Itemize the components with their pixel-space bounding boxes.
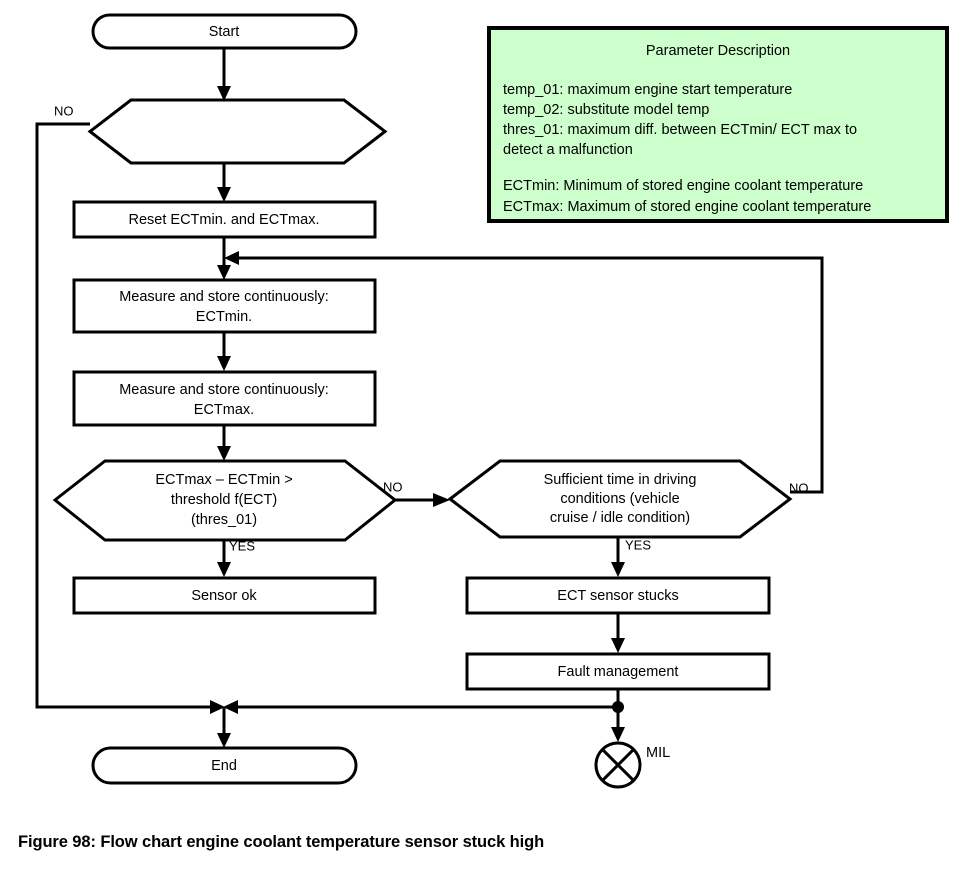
node-measure-ectmin[interactable]: Measure and store continuously: ECTmin. (72, 278, 377, 334)
node-entry-condition[interactable] (87, 98, 388, 165)
branch-label-entry-no: NO (54, 103, 74, 118)
threshold-decision-label-line-3: (thres_01) (191, 512, 257, 528)
threshold-decision-shape (52, 459, 398, 542)
threshold-decision-label-line-1: ECTmax – ECTmin > (155, 472, 292, 488)
figure-caption: Figure 98: Flow chart engine coolant tem… (18, 833, 545, 851)
node-start[interactable]: Start (91, 13, 358, 50)
sensor-stucks-shape (465, 576, 771, 615)
node-mil-lamp[interactable]: MIL (594, 741, 670, 789)
sensor-ok-shape (72, 576, 377, 615)
parameter-description-line-1: temp_01: maximum engine start temperatur… (503, 82, 792, 98)
branch-label-threshold-no: NO (383, 479, 403, 494)
parameter-description-line-4: detect a malfunction (503, 142, 633, 158)
threshold-decision-label-line-2: threshold f(ECT) (171, 492, 277, 508)
measure-ectmax-shape (72, 370, 377, 427)
measure-ectmax-label-line-2: ECTmax. (194, 402, 254, 418)
flowchart-canvas: Parameter Description temp_01: maximum e… (35, 13, 949, 789)
node-reset[interactable]: Reset ECTmin. and ECTmax. (72, 200, 377, 239)
parameter-description-panel: Parameter Description temp_01: maximum e… (487, 26, 949, 223)
arrowhead-stucks-to-fault (611, 638, 625, 653)
start-terminator-shape (91, 13, 358, 50)
measure-ectmin-shape (72, 278, 377, 334)
branch-label-driving-yes: YES (625, 537, 651, 552)
arrowhead-reset-to-measure-min (217, 265, 231, 280)
entry-condition-shape (87, 98, 388, 165)
driving-decision-label-line-1: Sufficient time in driving (544, 472, 697, 488)
arrowhead-rail-to-mil (611, 727, 625, 742)
connector-layer (35, 48, 824, 748)
driving-decision-label-line-3: cruise / idle condition) (550, 510, 690, 526)
node-end[interactable]: End (91, 746, 358, 785)
edge-entry-no-to-end-rail (35, 122, 217, 709)
edge-driving-no-loopback (232, 256, 824, 494)
mil-label: MIL (646, 745, 670, 761)
fault-management-shape (465, 652, 771, 691)
branch-label-driving-no: NO (789, 480, 809, 495)
driving-decision-label-line-2: conditions (vehicle (560, 491, 679, 507)
branch-label-layer: NO YES NO YES NO (54, 103, 809, 553)
arrowhead-threshold-no (433, 493, 450, 507)
reset-shape (72, 200, 377, 239)
arrowhead-threshold-yes (217, 562, 231, 577)
arrowhead-entry-no-junction (210, 700, 225, 714)
arrowhead-bottom-rail-junction (223, 700, 238, 714)
arrowhead-driving-yes (611, 562, 625, 577)
arrowhead-measure-max-to-threshold (217, 446, 231, 461)
measure-ectmax-label-line-1: Measure and store continuously: (119, 382, 329, 398)
parameter-description-line-6: ECTmin: Minimum of stored engine coolant… (503, 178, 863, 194)
arrowhead-start-to-entry (217, 86, 231, 101)
node-driving-decision[interactable]: Sufficient time in driving conditions (v… (447, 459, 793, 539)
arrowhead-junction-to-end (217, 733, 231, 748)
node-threshold-decision[interactable]: ECTmax – ECTmin > threshold f(ECT) (thre… (52, 459, 398, 542)
parameter-description-background (487, 26, 949, 223)
fault-management-label: Fault management (558, 664, 679, 680)
parameter-description-line-2: temp_02: substitute model temp (503, 102, 709, 118)
node-sensor-stucks[interactable]: ECT sensor stucks (465, 576, 771, 615)
arrowhead-driving-no-loopback (224, 251, 239, 265)
driving-decision-shape (447, 459, 793, 539)
node-fault-management[interactable]: Fault management (465, 652, 771, 691)
node-sensor-ok[interactable]: Sensor ok (72, 576, 377, 615)
start-label: Start (209, 24, 240, 40)
end-terminator-shape (91, 746, 358, 785)
end-label: End (211, 758, 237, 774)
measure-ectmin-label-line-1: Measure and store continuously: (119, 289, 329, 305)
sensor-stucks-label: ECT sensor stucks (557, 588, 678, 604)
reset-label: Reset ECTmin. and ECTmax. (129, 212, 320, 228)
arrowhead-measure-min-to-measure-max (217, 356, 231, 371)
parameter-description-line-3: thres_01: maximum diff. between ECTmin/ … (503, 122, 857, 138)
branch-label-threshold-yes: YES (229, 538, 255, 553)
parameter-description-line-7: ECTmax: Maximum of stored engine coolant… (503, 199, 871, 215)
arrowhead-entry-to-reset (217, 187, 231, 202)
parameter-description-title: Parameter Description (646, 43, 790, 59)
measure-ectmin-label-line-2: ECTmin. (196, 309, 252, 325)
mil-lamp-cross-icon (601, 748, 635, 782)
node-measure-ectmax[interactable]: Measure and store continuously: ECTmax. (72, 370, 377, 427)
sensor-ok-label: Sensor ok (191, 588, 257, 604)
